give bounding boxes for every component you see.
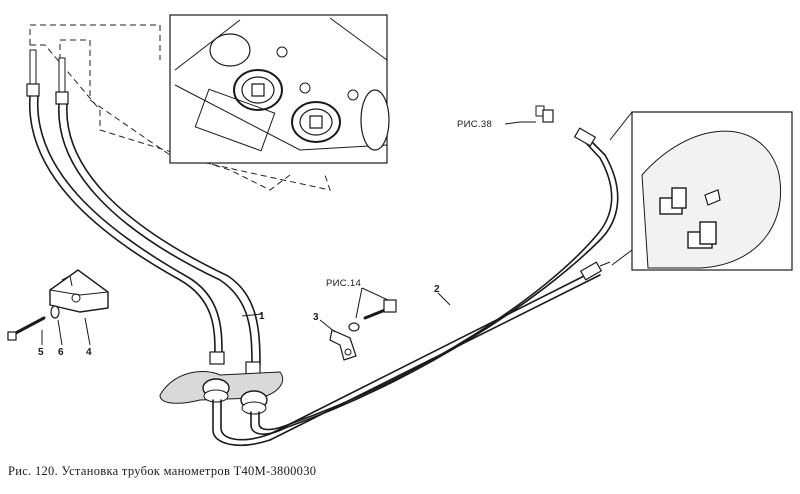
gauge-left xyxy=(233,69,283,111)
fitting-top xyxy=(659,187,721,215)
callout-3: 3 xyxy=(313,312,319,323)
clamp-part-4 xyxy=(49,269,109,313)
leader-lines xyxy=(41,121,521,346)
dashed-guide-lines xyxy=(29,24,331,191)
callout-2: 2 xyxy=(434,284,440,295)
mounting-plate xyxy=(159,371,283,415)
gauge-right xyxy=(291,101,341,143)
tube-pair-part-1 xyxy=(29,95,261,375)
ref-fig-38: РИС.38 xyxy=(457,119,492,130)
washer-part-6 xyxy=(50,305,60,319)
engine-inset xyxy=(609,111,793,271)
callout-6: 6 xyxy=(58,347,64,358)
tube-lower-bends xyxy=(212,399,291,446)
callout-5: 5 xyxy=(38,347,44,358)
ref-fig-14: РИС.14 xyxy=(326,278,361,289)
fitting-bottom xyxy=(687,221,717,249)
bolt-part-5 xyxy=(7,316,46,341)
dashboard-inset xyxy=(169,14,390,164)
bolt-assembly-fig14 xyxy=(348,299,397,332)
callout-1: 1 xyxy=(259,311,265,322)
union-fitting xyxy=(520,105,554,123)
callout-4: 4 xyxy=(86,347,92,358)
bracket-part-3 xyxy=(329,329,357,361)
gauge-tube-ends xyxy=(26,49,69,105)
tube-part-2 xyxy=(269,127,619,441)
figure-caption: Рис. 120. Установка трубок манометров Т4… xyxy=(8,464,317,478)
